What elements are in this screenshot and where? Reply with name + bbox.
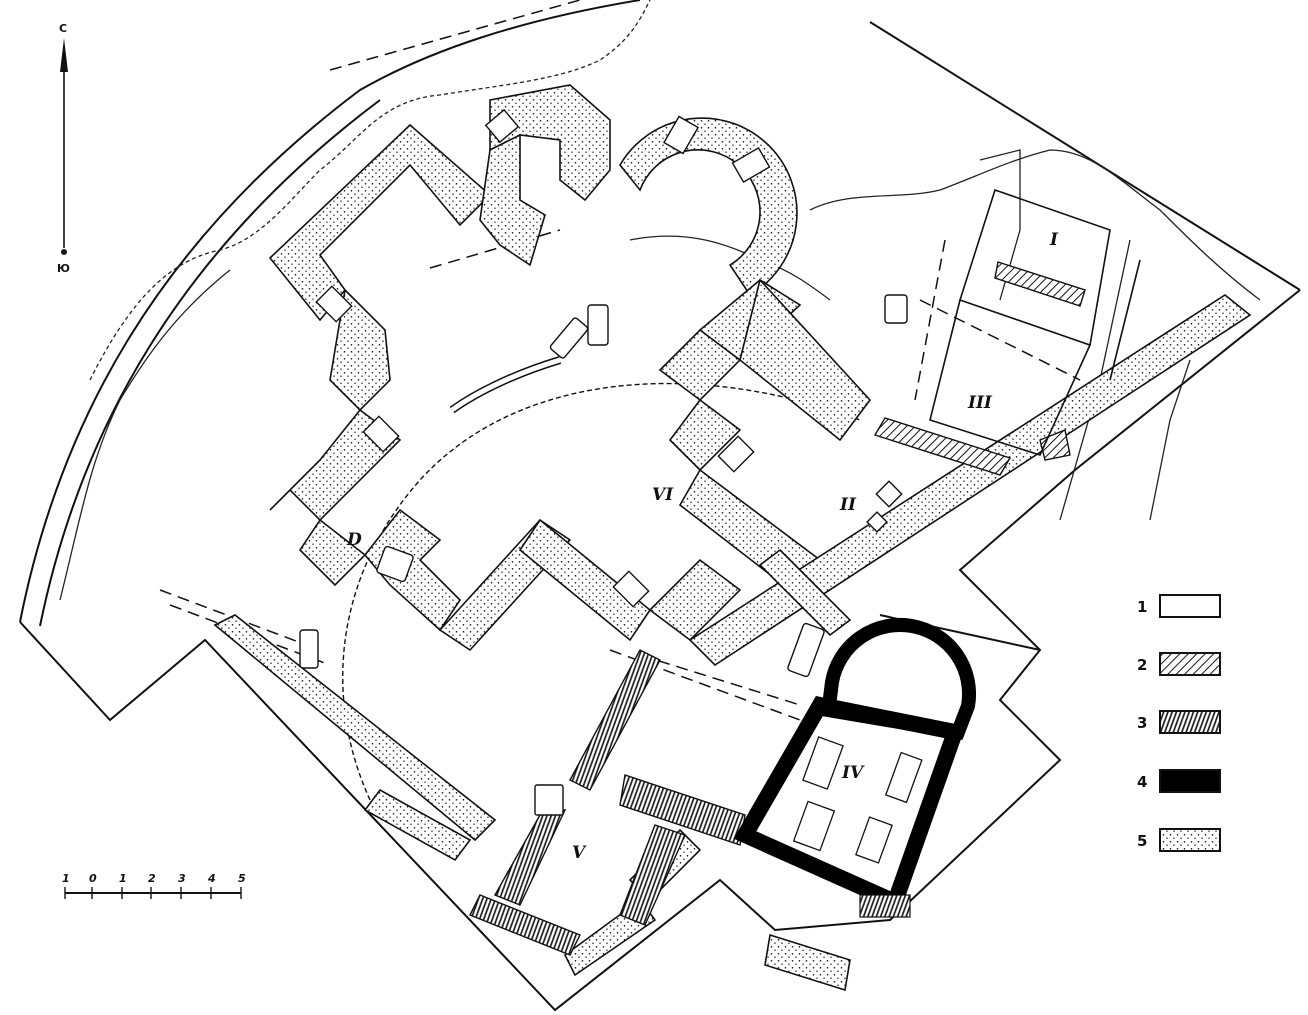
scale-tick-label: 2 <box>148 872 156 885</box>
scale-tick-label: 1 <box>62 872 70 885</box>
legend-num-5: 5 <box>1137 832 1147 850</box>
room-label-I: I <box>1049 230 1059 250</box>
legend-swatch-stipple <box>1159 828 1221 852</box>
room-label-II: II <box>839 495 857 515</box>
diagonal-hatch-masonry <box>873 261 1086 476</box>
legend-num-4: 4 <box>1137 773 1147 791</box>
scale-tick-label: 1 <box>119 872 127 885</box>
room-label-IV: IV <box>841 763 865 783</box>
wall-gaps <box>315 108 771 608</box>
legend-swatch-solid-black <box>1159 769 1221 793</box>
room-III-I-walls <box>929 188 1141 456</box>
scale-bar: 1 0 1 2 3 4 5 <box>62 872 246 899</box>
south-label: Ю <box>57 262 70 275</box>
scale-tick-label: 0 <box>89 872 97 885</box>
scale-tick-label: 3 <box>178 872 186 885</box>
scale-tick-label: 5 <box>238 872 246 885</box>
vertical-hatch-masonry <box>469 649 746 956</box>
legend: 1 2 3 4 5 <box>1137 594 1221 852</box>
legend-num-2: 2 <box>1137 656 1147 674</box>
scale-tick-label: 4 <box>207 872 216 885</box>
legend-num-1: 1 <box>1137 598 1147 616</box>
north-arrow: С Ю <box>57 22 70 275</box>
room-label-III: III <box>967 393 993 413</box>
building-IV-features <box>792 736 923 864</box>
legend-swatch-diagonal-hatch <box>1159 652 1221 676</box>
solid-black-building-IV <box>733 617 977 918</box>
stippled-walls <box>213 84 1252 992</box>
room-labels: I II III IV V VI D <box>346 230 1059 863</box>
room-label-D: D <box>346 530 362 550</box>
legend-swatch-blank <box>1159 594 1221 618</box>
stone-blocks <box>299 294 908 816</box>
north-label: С <box>59 22 67 35</box>
site-boundary <box>19 0 1301 1012</box>
legend-swatch-vertical-hatch <box>1159 710 1221 734</box>
room-label-VI: VI <box>652 485 674 505</box>
room-label-V: V <box>572 843 587 863</box>
legend-num-3: 3 <box>1137 714 1147 732</box>
